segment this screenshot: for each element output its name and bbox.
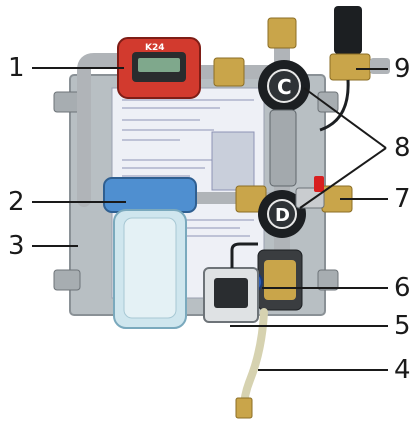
meter-d-label: D <box>275 205 290 226</box>
leader-line-5 <box>230 325 388 327</box>
ball-valve <box>295 176 325 209</box>
brass-fitting-union-left <box>213 57 245 87</box>
leader-line-9 <box>356 68 388 70</box>
callout-5: 5 <box>394 311 411 341</box>
inlet-pipe <box>77 53 137 207</box>
callout-9: 9 <box>394 54 411 84</box>
wall-bracket-right-bottom <box>317 269 339 291</box>
sediment-filter <box>241 249 303 311</box>
callout-8: 8 <box>394 133 411 163</box>
callout-4: 4 <box>394 355 411 385</box>
leader-line-2 <box>32 201 126 203</box>
leader-line-1 <box>32 67 124 69</box>
flow-meter-brand-label: K24 <box>145 43 165 53</box>
solenoid-valve <box>319 6 390 132</box>
callout-1: 1 <box>8 53 25 83</box>
leader-line-6 <box>262 287 388 289</box>
meter-c: C <box>258 60 310 112</box>
control-unit <box>203 242 259 323</box>
flow-meter: K24 <box>117 37 201 99</box>
leader-line-3 <box>32 245 78 247</box>
instruction-sheet-photo <box>211 131 255 191</box>
flow-sensor <box>269 109 297 187</box>
meter-c-label: C <box>277 75 292 99</box>
meter-d: D <box>258 190 306 238</box>
callout-2: 2 <box>8 187 25 217</box>
callout-7: 7 <box>394 184 411 214</box>
callout-3: 3 <box>8 231 25 261</box>
leader-line-4 <box>258 369 388 371</box>
water-filter <box>103 177 197 329</box>
drain-hose-nozzle <box>235 397 253 419</box>
brass-fitting-top <box>267 17 297 49</box>
wall-bracket-left-bottom <box>53 269 81 291</box>
leader-line-7 <box>340 198 388 200</box>
wall-bracket-right-top <box>317 91 339 113</box>
callout-6: 6 <box>394 273 411 303</box>
